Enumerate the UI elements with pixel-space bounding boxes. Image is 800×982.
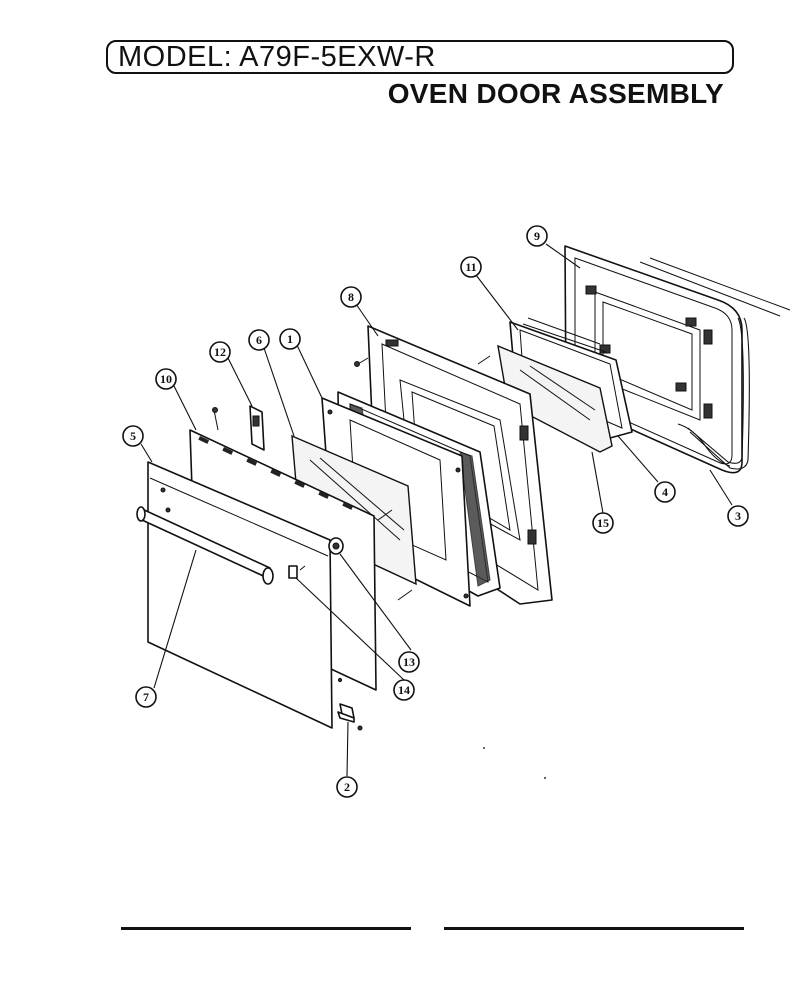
callout-1: 1: [279, 328, 301, 350]
callout-8: 8: [340, 286, 362, 308]
part-14-clip: [288, 565, 306, 579]
svg-text:7: 7: [143, 690, 149, 704]
svg-text:9: 9: [534, 229, 540, 243]
callout-5: 5: [122, 425, 144, 447]
svg-text:5: 5: [130, 429, 136, 443]
callout-3: 3: [727, 505, 749, 527]
callout-12: 12: [209, 341, 231, 363]
page-title: OVEN DOOR ASSEMBLY: [387, 78, 724, 109]
svg-text:1: 1: [287, 332, 293, 346]
part-3-gasket: [677, 317, 750, 470]
svg-text:15: 15: [597, 516, 609, 530]
callout-2: 2: [336, 776, 358, 798]
callout-6: 6: [248, 329, 270, 351]
callout-15: 15: [592, 512, 614, 534]
svg-text:11: 11: [465, 260, 476, 274]
footer-rule-left: [121, 927, 411, 930]
part-12-hinge-bracket: [213, 405, 265, 451]
callout-10: 10: [155, 368, 177, 390]
svg-text:14: 14: [398, 683, 410, 697]
callout-9: 9: [526, 225, 548, 247]
svg-text:2: 2: [344, 780, 350, 794]
svg-text:4: 4: [662, 485, 668, 499]
scan-speck: [483, 747, 485, 749]
leader-lines: [140, 243, 733, 777]
part-11-glass-gasket: [522, 317, 607, 353]
part-7-handle: [136, 506, 274, 585]
scan-speck: [544, 777, 546, 779]
svg-text:6: 6: [256, 333, 262, 347]
part-2-lower-hinge: [337, 677, 363, 731]
model-label-box: MODEL: A79F-5EXW-R: [106, 40, 734, 74]
svg-text:12: 12: [214, 345, 226, 359]
screws: [212, 355, 491, 601]
footer-rule-right: [444, 927, 744, 930]
callout-11: 11: [460, 256, 482, 278]
svg-text:13: 13: [403, 655, 415, 669]
svg-text:10: 10: [160, 372, 172, 386]
callout-14: 14: [393, 679, 415, 701]
callout-13: 13: [398, 651, 420, 673]
callout-4: 4: [654, 481, 676, 503]
part-5-outer-door-panel: [147, 461, 333, 729]
part-13-spacer: [328, 537, 344, 555]
callout-7: 7: [135, 686, 157, 708]
svg-text:3: 3: [735, 509, 741, 523]
model-text: MODEL: A79F-5EXW-R: [118, 40, 436, 73]
svg-text:8: 8: [348, 290, 354, 304]
